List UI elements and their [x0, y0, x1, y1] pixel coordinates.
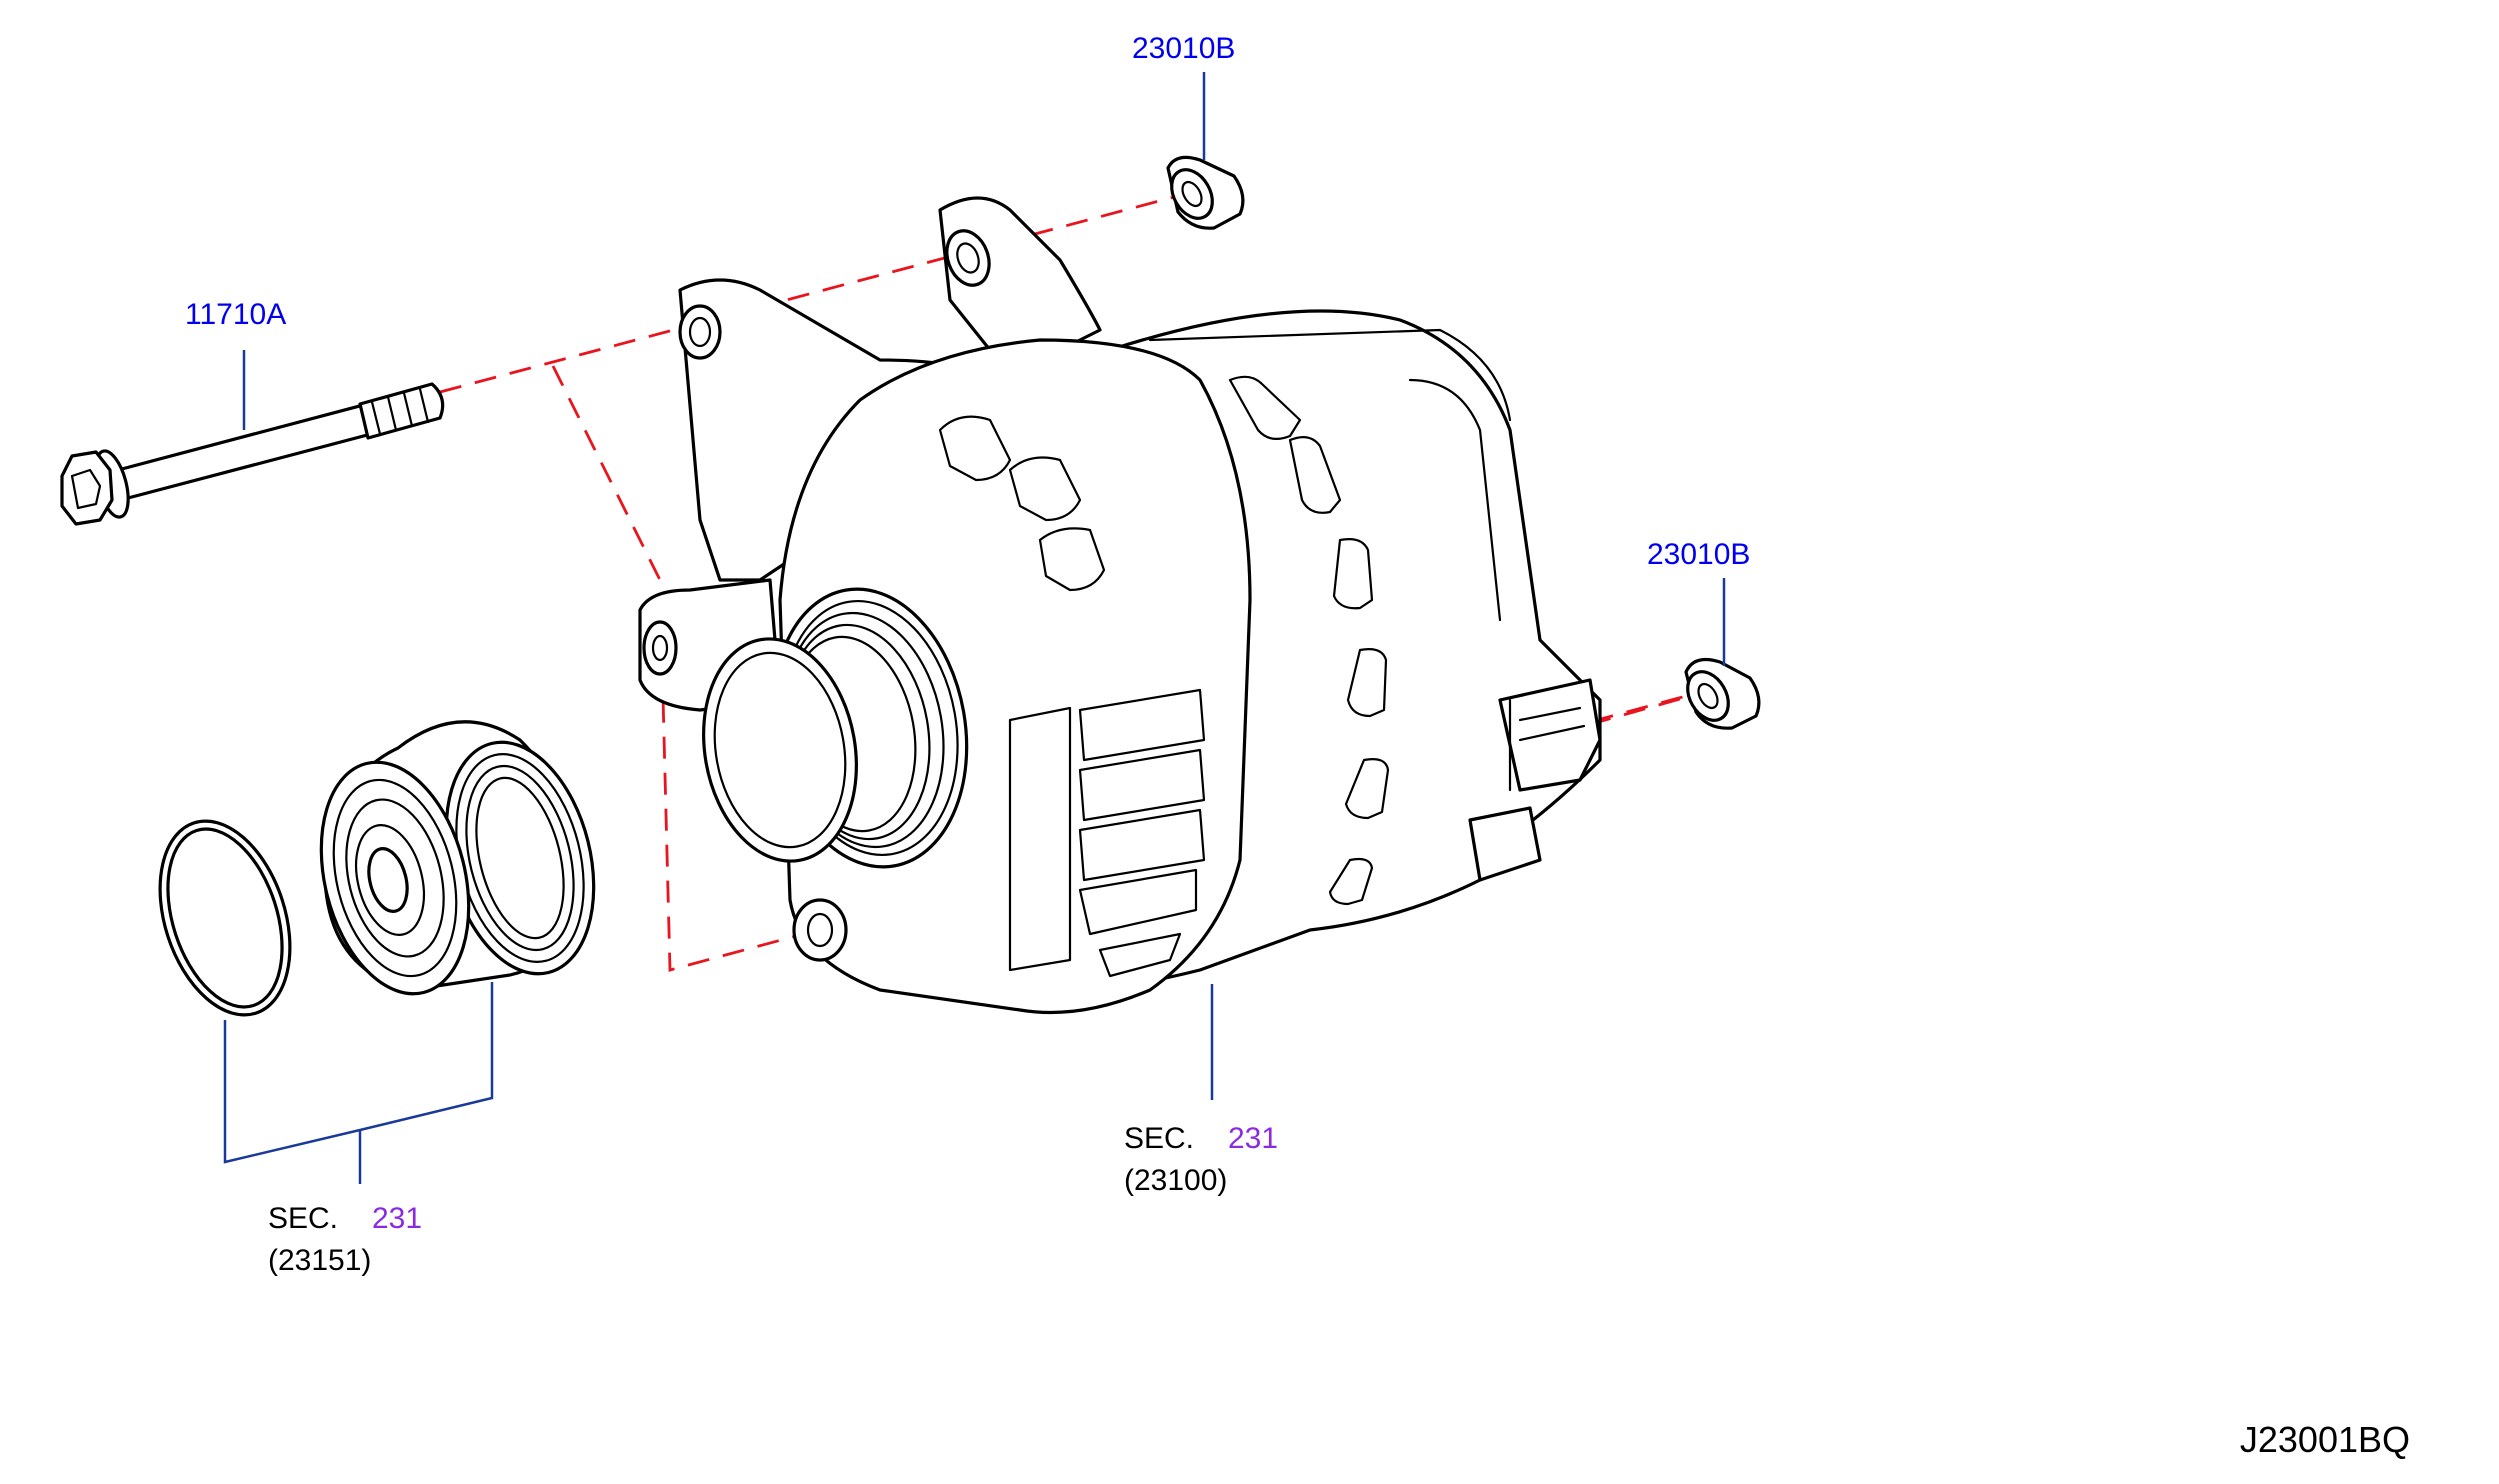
ref-number-alternator: (23100): [1124, 1164, 1227, 1197]
callout-nut-top: 23010B: [1132, 32, 1235, 65]
sec-number-alternator: 231: [1228, 1122, 1278, 1155]
sec-label-pulley: SEC.: [268, 1202, 338, 1235]
callout-nut-right: 23010B: [1647, 538, 1750, 571]
part-number-11710a: 11710A: [185, 298, 286, 331]
part-number-23010b-top: 23010B: [1132, 32, 1235, 65]
callout-bolt: 11710A: [185, 298, 286, 331]
drawing-code: J23001BQ: [2240, 1419, 2410, 1460]
part-number-23010b-right: 23010B: [1647, 538, 1750, 571]
pulley-icon: [319, 720, 596, 996]
ring-icon: [158, 819, 292, 1017]
callout-alternator: SEC. 231 (23100): [1124, 1122, 1278, 1197]
sec-number-pulley: 231: [372, 1202, 422, 1235]
bolt-icon: [60, 382, 445, 526]
alternator-assembly-icon: [638, 196, 1602, 1015]
leader-lines: [223, 72, 1726, 1184]
ref-number-pulley: (23151): [268, 1244, 371, 1277]
sec-label-alternator: SEC.: [1124, 1122, 1194, 1155]
nut-top-icon: [1166, 155, 1245, 230]
callout-pulley: SEC. 231 (23151): [268, 1202, 422, 1277]
nut-right-icon: [1684, 658, 1761, 730]
